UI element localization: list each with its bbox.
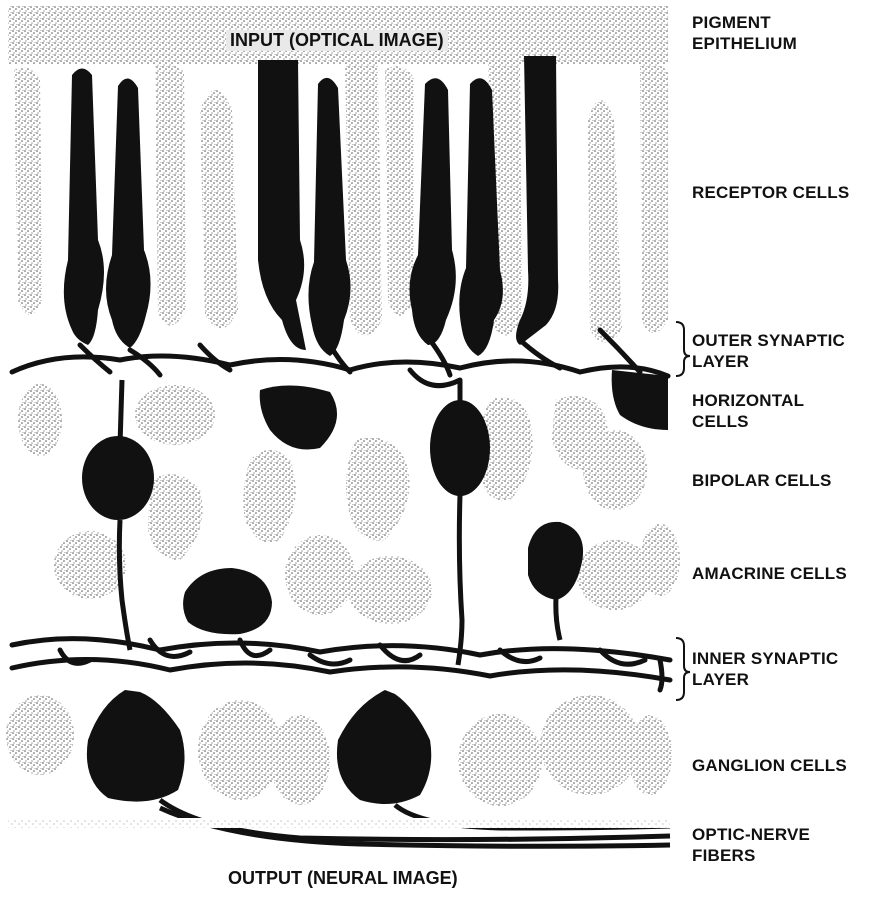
label-receptor-cells: RECEPTOR CELLS xyxy=(692,182,849,203)
label-inner-synaptic-layer: INNER SYNAPTICLAYER xyxy=(692,648,838,690)
label-bipolar-cells: BIPOLAR CELLS xyxy=(692,470,832,491)
outer-synaptic-brace xyxy=(676,322,690,376)
bottom-band xyxy=(8,818,670,828)
output-label: OUTPUT (NEURAL IMAGE) xyxy=(228,868,458,889)
label-optic-nerve-fibers: OPTIC-NERVEFIBERS xyxy=(692,824,810,866)
inner-synaptic-brace xyxy=(676,638,690,700)
cone-cells xyxy=(64,56,558,356)
label-ganglion-cells: GANGLION CELLS xyxy=(692,755,847,776)
inner-synaptic-fibers xyxy=(12,639,670,690)
label-amacrine-cells: AMACRINE CELLS xyxy=(692,563,847,584)
label-horizontal-cells: HORIZONTALCELLS xyxy=(692,390,804,432)
input-label: INPUT (OPTICAL IMAGE) xyxy=(226,30,448,51)
label-pigment-epithelium: PIGMENTEPITHELIUM xyxy=(692,12,797,54)
label-outer-synaptic-layer: OUTER SYNAPTICLAYER xyxy=(692,330,845,372)
